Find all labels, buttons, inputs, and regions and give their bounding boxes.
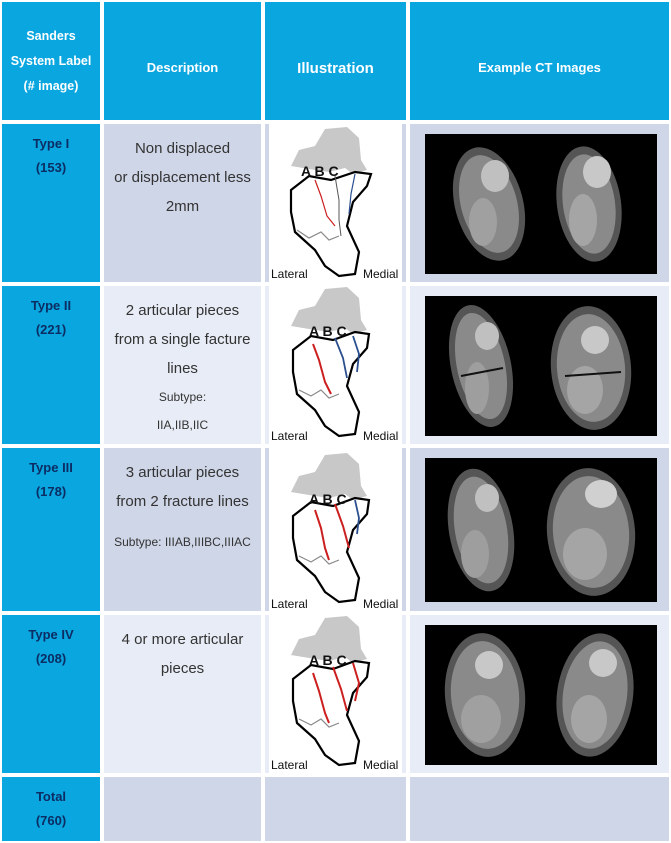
header-description-text: Description	[146, 60, 219, 75]
total-ct-cell	[410, 777, 669, 841]
letters-abc: A B C	[309, 491, 347, 507]
total-illustration-cell	[265, 777, 406, 841]
row-label-type-1: Type I (153)	[2, 124, 100, 282]
row-ct-cell-type-4	[410, 615, 669, 773]
letters-abc: A B C	[301, 163, 339, 179]
row-label-type-3: Type III (178)	[2, 448, 100, 611]
header-ct-text: Example CT Images	[478, 60, 601, 75]
medial-label: Medial	[363, 597, 398, 611]
header-label-line-3: (# image)	[23, 78, 79, 93]
total-count: (760)	[35, 813, 67, 828]
row-count: (178)	[35, 484, 67, 499]
subtype-line: Subtype:	[158, 390, 207, 404]
row-label-type-4: Type IV (208)	[2, 615, 100, 773]
calcaneus-illustration: A B C Lateral Medial	[269, 448, 402, 611]
ct-image-pair	[425, 458, 657, 602]
desc-line: 4 or more articular	[121, 631, 244, 648]
row-description-type-3: 3 articular pieces from 2 fracture lines…	[104, 448, 261, 611]
row-label-total: Total (760)	[2, 777, 100, 841]
row-illustration-cell-type-2: A B C Lateral Medial	[265, 286, 406, 444]
header-illustration: Illustration	[265, 2, 406, 120]
desc-line: 2mm	[165, 198, 200, 215]
row-count: (221)	[35, 322, 67, 337]
header-description: Description	[104, 2, 261, 120]
row-ct-cell-type-1	[410, 124, 669, 282]
header-label-line-2: System Label	[10, 53, 92, 68]
ct-image-pair	[425, 134, 657, 274]
desc-line: from 2 fracture lines	[116, 493, 249, 510]
desc-line: or displacement less	[114, 169, 251, 186]
lateral-label: Lateral	[271, 758, 308, 772]
letters-abc: A B C	[309, 652, 347, 668]
calcaneus-illustration: A B C Lateral Medial	[269, 124, 402, 282]
calcaneus-illustration: A B C Lateral Medial	[269, 286, 402, 444]
lateral-label: Lateral	[271, 267, 308, 281]
row-illustration-cell-type-3: A B C Lateral Medial	[265, 448, 406, 611]
header-illustration-text: Illustration	[297, 60, 374, 77]
desc-line: Non displaced	[134, 140, 231, 157]
header-label-line-1: Sanders	[26, 28, 76, 43]
letters-abc: A B C	[309, 323, 347, 339]
desc-line: lines	[167, 360, 198, 377]
subtype-line: Subtype: IIIAB,IIIBC,IIIAC	[114, 535, 251, 549]
row-illustration-cell-type-1: A B C Lateral Medial	[265, 124, 406, 282]
desc-line: 2 articular pieces	[125, 302, 240, 319]
lateral-label: Lateral	[271, 597, 308, 611]
row-label-type-2: Type II (221)	[2, 286, 100, 444]
row-description-type-4: 4 or more articular pieces	[104, 615, 261, 773]
row-count: (208)	[35, 651, 67, 666]
medial-label: Medial	[363, 429, 398, 443]
medial-label: Medial	[363, 758, 398, 772]
ct-image-pair	[425, 625, 657, 765]
total-label: Total	[35, 789, 67, 804]
row-type: Type III	[29, 460, 73, 475]
row-illustration-cell-type-4: A B C Lateral Medial	[265, 615, 406, 773]
row-ct-cell-type-3	[410, 448, 669, 611]
row-ct-cell-type-2	[410, 286, 669, 444]
row-count: (153)	[35, 160, 67, 175]
row-type: Type I	[32, 136, 70, 151]
row-description-type-2: 2 articular pieces from a single facture…	[104, 286, 261, 444]
total-description-cell	[104, 777, 261, 841]
desc-line: from a single facture	[114, 331, 251, 348]
medial-label: Medial	[363, 267, 398, 281]
header-ct: Example CT Images	[410, 2, 669, 120]
desc-line: pieces	[160, 660, 205, 677]
header-label-col: Sanders System Label (# image)	[2, 2, 100, 120]
lateral-label: Lateral	[271, 429, 308, 443]
subtype-line: IIA,IIB,IIC	[156, 418, 209, 432]
calcaneus-illustration: A B C Lateral Medial	[269, 615, 402, 773]
row-description-type-1: Non displaced or displacement less 2mm	[104, 124, 261, 282]
row-type: Type II	[30, 298, 72, 313]
ct-image-pair	[425, 296, 657, 436]
row-type: Type IV	[28, 627, 74, 642]
desc-line: 3 articular pieces	[125, 464, 240, 481]
